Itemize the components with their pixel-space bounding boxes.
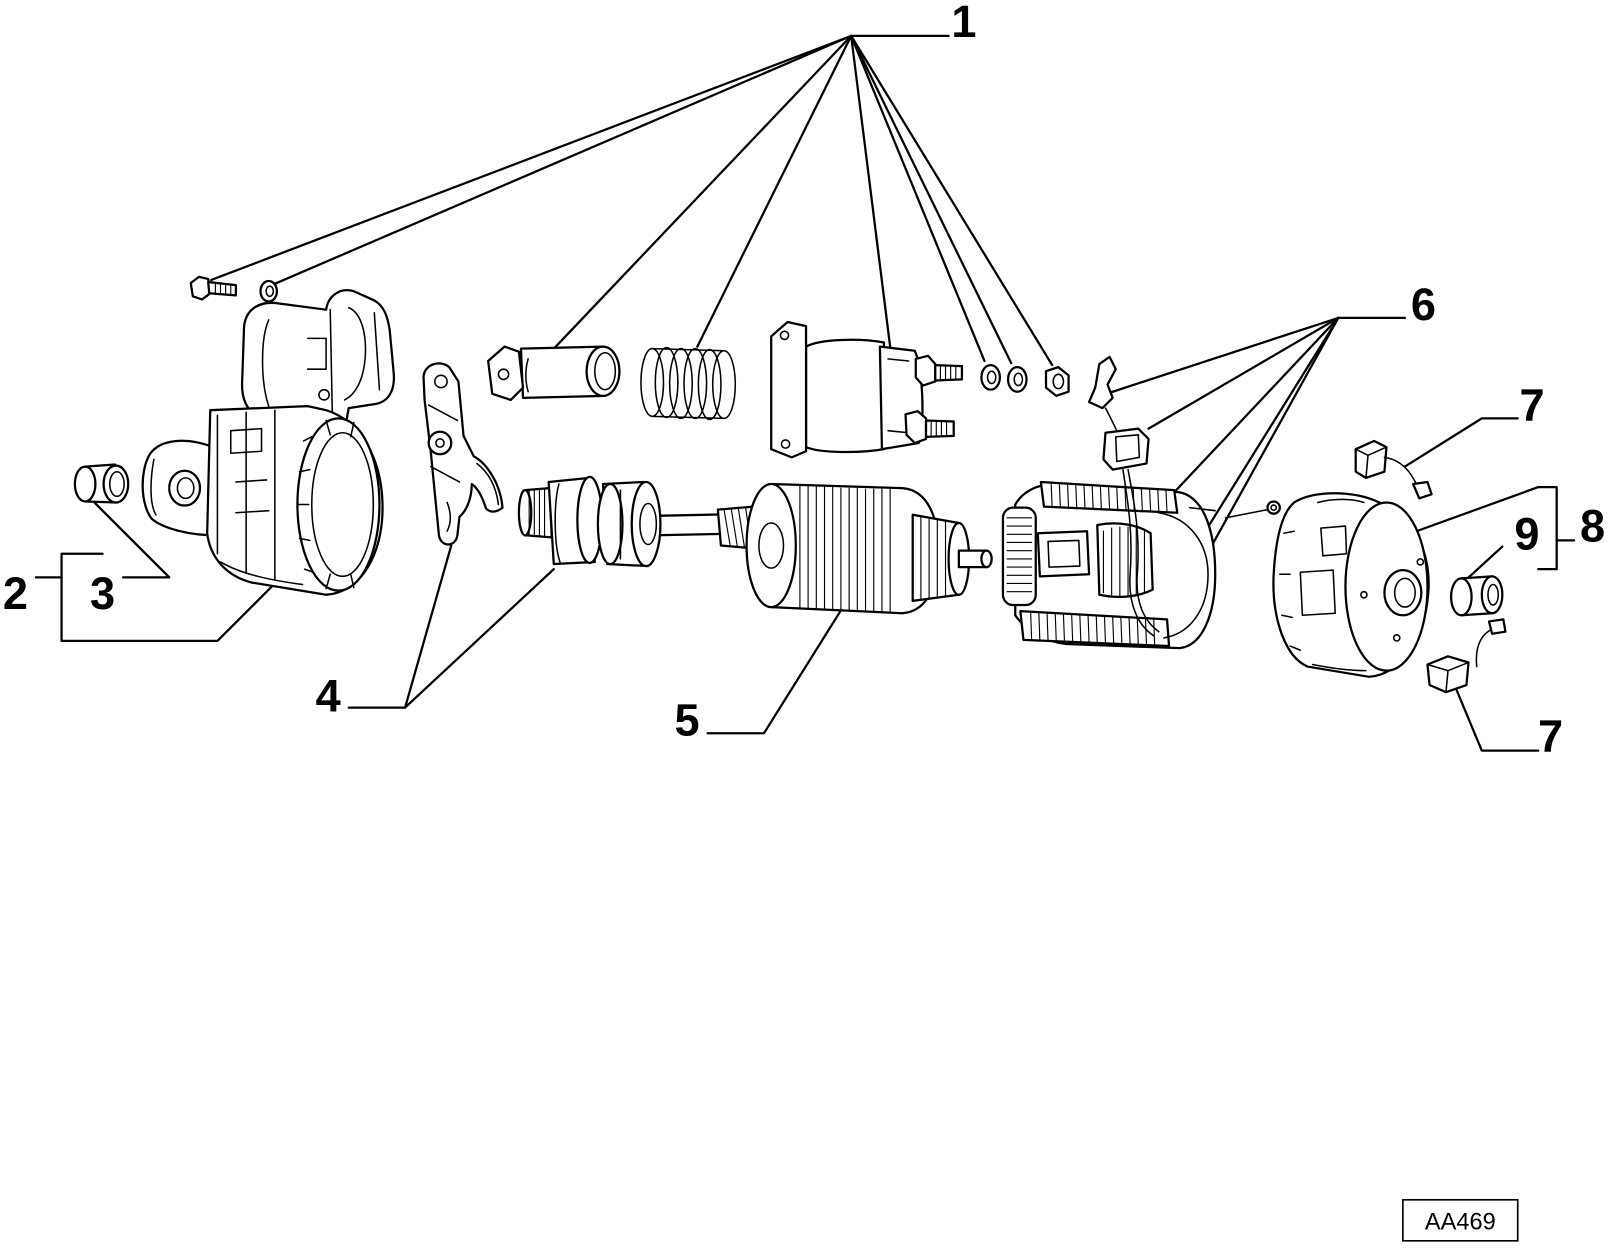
terminal-washer-1 xyxy=(980,363,1001,391)
end-cover-bushing xyxy=(1449,575,1504,617)
leader-bracket-part-2 xyxy=(34,552,273,643)
armature xyxy=(745,482,993,615)
callout-3: 3 xyxy=(90,568,115,619)
leader-line-part-7-top xyxy=(1403,417,1519,468)
callout-5: 5 xyxy=(675,694,700,745)
leader-line-part-7-bottom xyxy=(1455,687,1540,752)
pinion-drive-assembly xyxy=(517,475,758,568)
drive-end-housing xyxy=(141,289,395,596)
commutator-end-cover xyxy=(1272,492,1430,678)
callout-8: 8 xyxy=(1580,500,1605,551)
reference-code-box: AA469 xyxy=(1402,1198,1519,1242)
callout-1: 1 xyxy=(951,0,976,47)
housing-bolt xyxy=(189,275,238,301)
callout-2: 2 xyxy=(3,568,28,619)
terminal-nut xyxy=(1044,365,1070,397)
plunger-return-spring xyxy=(640,346,737,421)
callout-7-bottom: 7 xyxy=(1538,711,1563,762)
leader-bracket-part-8 xyxy=(1395,485,1576,571)
callout-6: 6 xyxy=(1411,279,1436,330)
callout-7-top: 7 xyxy=(1520,379,1545,430)
fork-lever xyxy=(422,362,504,546)
brush-bottom xyxy=(1426,618,1507,694)
callout-9: 9 xyxy=(1514,509,1539,560)
brush-top xyxy=(1354,439,1433,500)
drive-end-bushing xyxy=(73,463,130,504)
leader-lines-part-4 xyxy=(347,544,555,709)
bolt-washer xyxy=(259,279,279,303)
field-coil-housing xyxy=(1001,355,1281,650)
reference-code: AA469 xyxy=(1425,1209,1496,1235)
solenoid-switch xyxy=(770,320,964,459)
leader-lines-part-1 xyxy=(210,34,1054,367)
leader-line-part-3 xyxy=(93,501,171,579)
leader-line-part-5 xyxy=(706,605,845,735)
callout-4: 4 xyxy=(316,671,341,722)
solenoid-plunger xyxy=(487,345,621,402)
terminal-washer-2 xyxy=(1006,365,1028,393)
leader-line-part-9 xyxy=(1465,545,1504,581)
